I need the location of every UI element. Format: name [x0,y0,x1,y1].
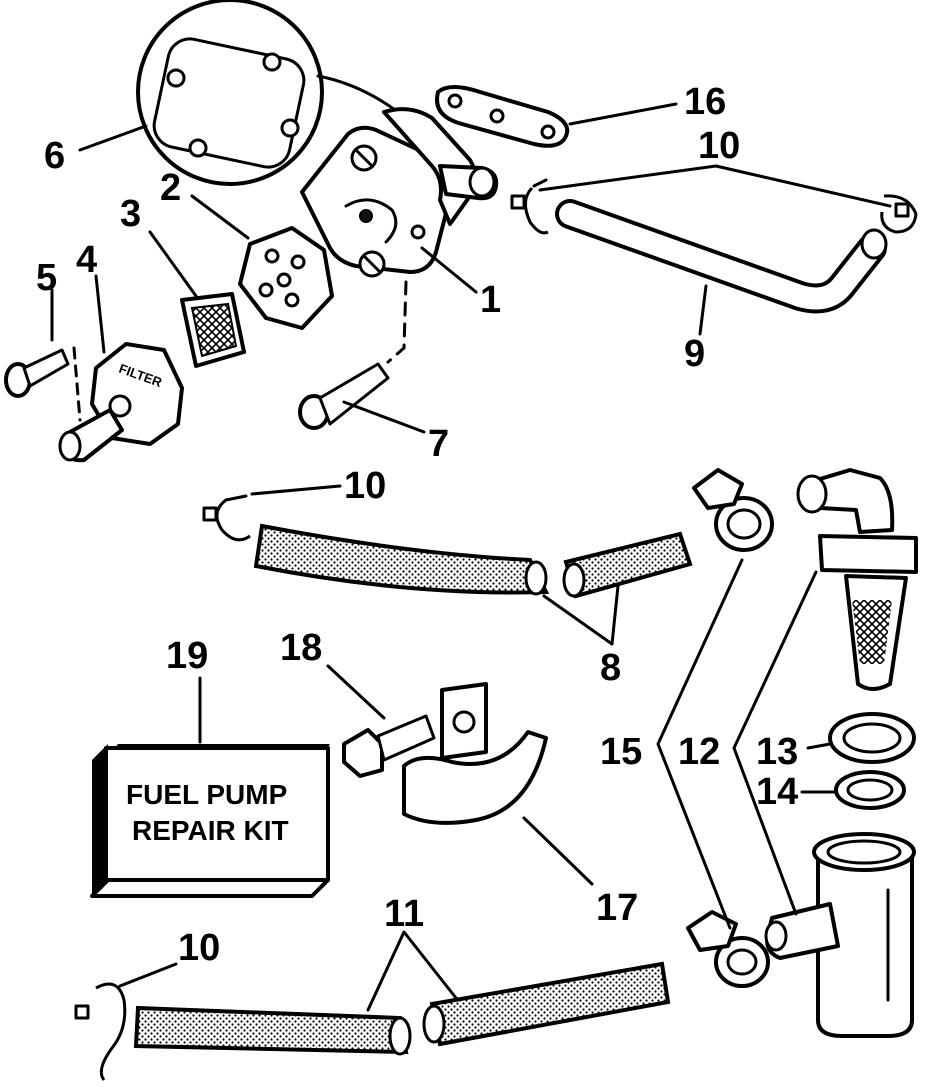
leader-10-lower [118,962,178,988]
part-4-filter-cover: FILTER [58,342,184,463]
part-10-clamp-upper-right [880,194,918,234]
part-9-fuel-line [555,199,888,314]
kit-label-line2: REPAIR KIT [132,815,289,846]
leader-11 [366,930,458,1012]
part-17-mounting-clamp [402,682,548,825]
leader-10-upper [538,164,892,208]
alignment-line-pump [386,280,408,364]
part-5-screw [4,348,70,398]
leader-7 [342,400,426,434]
part-2-diaphragm [238,226,334,330]
part-15-clamp-lower [686,910,770,988]
leader-9 [698,284,708,336]
leader-12 [732,570,818,916]
callout-5: 5 [36,257,57,299]
part-1-fuel-pump [300,107,499,278]
callout-3: 3 [120,193,141,235]
callout-6: 6 [44,135,65,177]
part-11-hoses [133,961,671,1056]
callout-12: 12 [678,731,720,773]
part-7-screw [298,362,390,430]
callout-13: 13 [756,731,798,773]
callout-18: 18 [280,627,322,669]
leader-18 [326,664,386,720]
callout-16: 16 [684,81,726,123]
callout-17: 17 [596,887,638,929]
part-10-clamp-upper-left [510,178,549,235]
leader-4 [94,274,106,354]
part-12-filter-bowl [764,832,916,1038]
leader-2 [190,194,250,240]
part-6-gasket-detail [136,0,400,186]
leader-10-middle [250,484,342,496]
callout-4: 4 [76,239,97,281]
leader-13 [806,742,832,750]
leader-17 [522,816,594,886]
callout-1: 1 [480,279,501,321]
part-3-filter-screen [180,292,246,368]
part-8-hoses [253,523,693,599]
part-15-clamp-upper [692,468,774,552]
leader-3 [148,230,198,298]
leader-1 [420,246,478,294]
leader-6 [78,124,148,152]
leader-16 [568,102,678,126]
kit-label-line1: FUEL PUMP [126,779,287,810]
callout-2: 2 [160,167,181,209]
part-13-oring [828,712,916,764]
callout-19: 19 [166,635,208,677]
callout-15: 15 [600,731,642,773]
leader-8 [542,584,620,646]
part-19-repair-kit-box: FUEL PUMP REPAIR KIT [90,744,330,898]
part-14-oring [834,770,906,810]
alignment-line-screw [72,346,82,422]
callout-14: 14 [756,771,798,813]
part-10-clamp-lower [74,982,127,1081]
callout-7: 7 [428,423,449,465]
part-12-filter-top [796,468,918,691]
callout-10-upper: 10 [698,125,740,167]
part-18-bolt [342,714,436,778]
leader-15 [656,558,744,930]
callout-9: 9 [684,333,705,375]
part-16-gasket [435,85,570,148]
callout-10-lower: 10 [178,927,220,969]
part-10-clamp-middle [202,494,251,542]
callout-8: 8 [600,647,621,689]
callout-11: 11 [384,893,424,935]
callout-10-middle: 10 [344,465,386,507]
